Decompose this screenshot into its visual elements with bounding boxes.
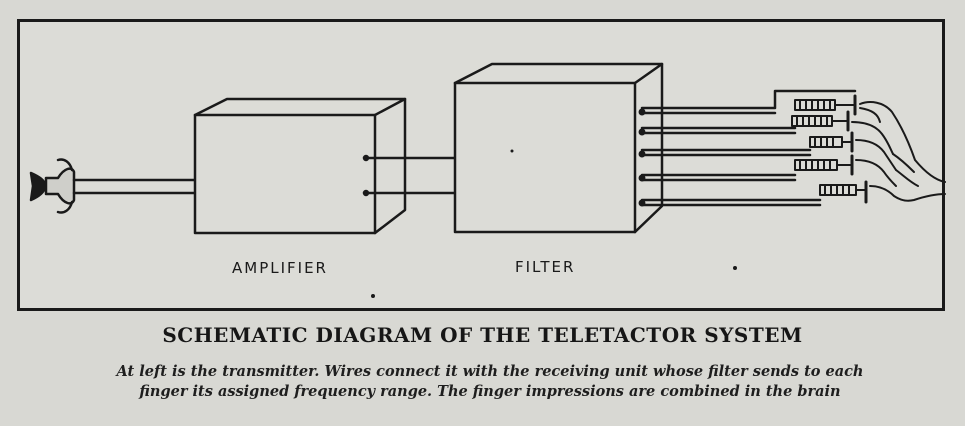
finger-wires (640, 89, 857, 207)
caption-line-1: At left is the transmitter. Wires connec… (116, 363, 864, 380)
hand-icon (851, 101, 946, 202)
vibrator-icon (791, 94, 868, 204)
connecting-wires (364, 156, 458, 195)
transmitter-icon (29, 158, 208, 214)
filter-box (453, 62, 664, 234)
filter-label: FILTER (515, 258, 576, 276)
amplifier-box (193, 97, 407, 235)
figure-title: SCHEMATIC DIAGRAM OF THE TELETACTOR SYST… (162, 323, 803, 347)
amplifier-label: AMPLIFIER (232, 259, 328, 277)
caption-line-2: finger its assigned frequency range. The… (139, 383, 841, 400)
